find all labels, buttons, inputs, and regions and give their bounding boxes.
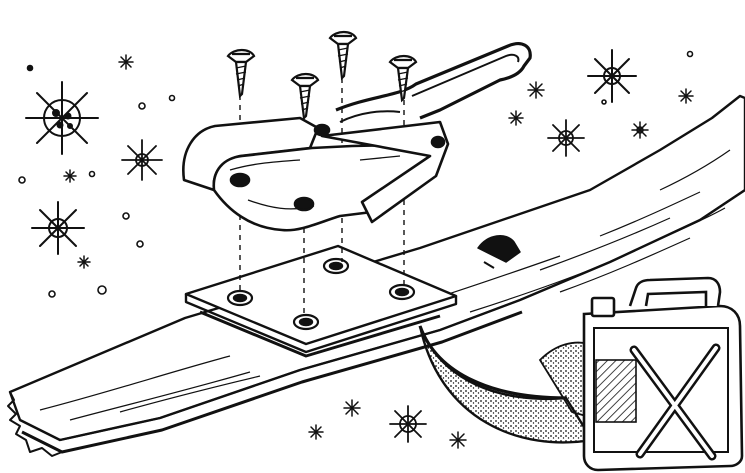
snowflake-medium-2 xyxy=(547,119,585,157)
curved-blade xyxy=(418,325,602,444)
snowflake-small-1 xyxy=(527,81,545,99)
screw-1 xyxy=(226,48,256,99)
canister xyxy=(582,276,744,472)
snowflake-small-3 xyxy=(118,54,134,70)
snowflake-small-5 xyxy=(508,110,524,126)
screw-3 xyxy=(328,30,358,81)
binding-toe-iron xyxy=(182,42,532,232)
screws xyxy=(226,30,418,121)
snowflake-small-8 xyxy=(449,431,467,449)
screw-2 xyxy=(290,72,320,121)
snowflake-large-3 xyxy=(587,49,637,103)
snowflake-large-2 xyxy=(31,201,85,255)
snowflake-small-6 xyxy=(343,399,361,417)
screw-4 xyxy=(388,54,418,103)
snow-dots xyxy=(18,50,694,298)
snowflake-large-1 xyxy=(25,81,99,155)
snowflake-medium-3 xyxy=(389,405,427,443)
snowflake-small-2 xyxy=(631,121,649,139)
mounting-plate xyxy=(184,244,458,358)
snowflake-small-4 xyxy=(678,88,694,104)
snowflake-medium-1 xyxy=(121,139,163,181)
snowflake-small-10 xyxy=(63,169,77,183)
snowflake-small-7 xyxy=(308,424,324,440)
snowflakes xyxy=(18,49,694,449)
snowflake-small-9 xyxy=(77,255,91,269)
